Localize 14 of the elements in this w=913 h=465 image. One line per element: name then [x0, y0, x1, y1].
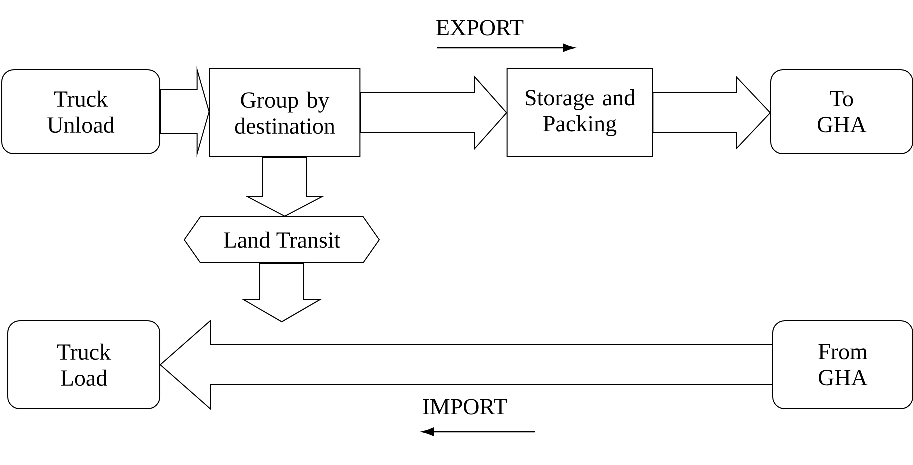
block-arrow [160, 66, 210, 158]
block-arrow [244, 157, 326, 218]
process-box: Group by destination [209, 68, 361, 158]
rounded-box: Truck Unload [2, 70, 160, 154]
block-arrow [360, 76, 508, 150]
process-box: Storage and Packing [506, 68, 654, 158]
flow-label: EXPORT [436, 20, 524, 36]
rounded-box: To GHA [770, 70, 913, 154]
flow-label: IMPORT [423, 399, 508, 415]
block-arrow [652, 76, 772, 150]
hexagon-box: Land Transit [184, 216, 380, 264]
block-arrow [160, 320, 773, 410]
block-arrow [242, 263, 322, 323]
rounded-box: Truck Load [8, 320, 160, 410]
